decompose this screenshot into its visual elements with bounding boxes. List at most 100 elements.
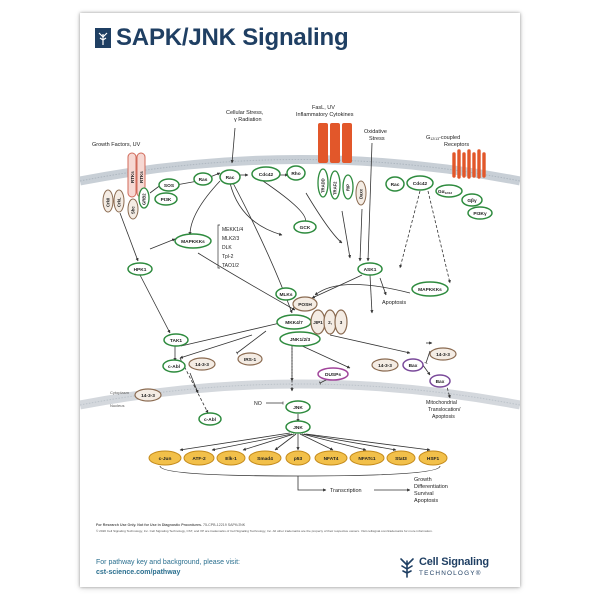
legal-line-2: © 2020 Cell Signaling Technology, Inc. C… [96,529,433,533]
stimulus-gpcr-line2: Receptors [444,142,469,148]
pathway-link[interactable]: cst-science.com/pathway [96,569,181,576]
receptor-rtk1: RTKs [130,171,135,183]
tnf-receptor-cluster: TRADD TRAF2 RIP Daxx [317,123,367,206]
receptor-grb2: GRB2 [142,193,147,205]
receptor-tradd: TRADD [321,178,326,193]
node-label: IRS-1 [244,357,257,363]
node-jip[interactable]: JIP1 2, 3 [310,309,348,335]
target-atf-2[interactable]: ATF-2 [183,450,215,466]
stimulus-stress-line2: γ Radiation [234,117,262,123]
target-smad4[interactable]: Smad4 [248,450,282,466]
receptor-crkii: CrkII [106,198,111,207]
node-14-3-3-c[interactable]: 14-3-3 [429,347,457,361]
node-label: SOS [164,183,175,189]
node-pi3k[interactable]: PI3K [154,192,178,206]
target-nfat4[interactable]: NFAT4 [314,450,348,466]
target-p53[interactable]: p53 [285,450,311,466]
target-hsf1[interactable]: HSF1 [418,450,448,466]
node-rho[interactable]: Rho [286,165,306,181]
rtk-receptor-cluster: RTKs RTKs CrkII CrkL Shc GRB2 [102,152,150,220]
target-label: NFATc1 [358,456,375,462]
node-mlks[interactable]: MLKs [275,287,297,301]
stimulus-cytokines: Inflammatory Cytokines [296,112,354,118]
pathway-arrows [119,127,451,492]
gpcr-receptor [452,149,486,179]
target-label: Smad4 [257,456,273,462]
node-label: 14-3-3 [141,393,155,399]
node-label: c-Abl [168,364,180,370]
stimulus-gpcr-line1: G12/13-coupled [426,135,460,141]
mapkkk-list: MEKK1/4 MLK2/3 DLK Tpl-2 TAO1/2 [222,227,243,269]
node-cabl[interactable]: c-Abl [162,359,186,373]
node-label: Gα12/13 [438,189,453,195]
target-label: p53 [294,456,303,462]
node-gbg[interactable]: Gβγ [461,193,483,207]
node-label: Bax [436,379,445,385]
node-bax-mito[interactable]: Bax [429,374,451,388]
node-gck[interactable]: GCK [293,220,317,234]
stimulus-stress-line1: Cellular Stress, [226,110,264,116]
node-irs1[interactable]: IRS-1 [237,352,263,366]
node-jnk123[interactable]: JNK1/2/3 [279,331,321,347]
node-ask1[interactable]: ASK1 [357,262,383,276]
label-cytoplasm: Cytoplasm [110,390,130,395]
legal-line-1: For Research Use Only. Not for Use in Di… [96,523,245,527]
mapkkk-item: DLK [222,245,232,251]
node-label: GCK [300,225,311,231]
node-cabl-nuclear[interactable]: c-Abl [198,412,222,426]
node-posh[interactable]: POSH [292,296,318,312]
node-label: Rac [226,175,235,181]
label-nucleus: Nucleus [110,403,124,408]
node-mapkkks[interactable]: MAPKKKs [174,233,212,249]
node-mapkkks-gpcr[interactable]: MAPKKKs [411,281,449,297]
label-mito-2: Translocation/ [428,407,461,413]
node-tak1[interactable]: TAK1 [163,333,189,347]
node-label: JNK [293,425,303,431]
receptor-crkl: CrkL [117,197,122,207]
tree-logo-icon [95,28,111,48]
node-label: Bax [409,363,418,369]
label-growth: Growth [414,477,432,483]
label-mito-1: Mitochondrial [426,400,457,406]
label-no: NO [254,401,262,407]
page-title: SAPK/JNK Signaling [116,24,349,51]
node-hpk1[interactable]: HPK1 [127,262,153,276]
target-nfatc1[interactable]: NFATc1 [349,450,385,466]
node-jnk-nuclear-2[interactable]: JNK [285,420,311,434]
node-label: ASK1 [364,267,377,273]
node-mkk47[interactable]: MKK4/7 [276,314,312,330]
node-label: Rac [391,182,400,188]
mapkkk-bracket [217,224,220,269]
node-bax[interactable]: Bax [402,358,424,372]
node-14-3-3-b[interactable]: 14-3-3 [371,358,399,372]
node-cdc42-gpcr[interactable]: Cdc42 [406,175,434,191]
brand-name: Cell Signaling [419,556,489,568]
pathway-visit-text: For pathway key and background, please v… [96,559,240,566]
node-label: MLKs [279,292,292,298]
node-label: Ras [199,177,208,183]
node-rac-gpcr[interactable]: Rac [385,176,405,192]
cst-tree-logo-icon [400,558,414,578]
node-cdc42[interactable]: Cdc42 [251,166,281,182]
node-dusps[interactable]: DUSPs [317,367,349,381]
target-stat3[interactable]: Stat3 [386,450,416,466]
label-apoptosis: Apoptosis [382,300,406,306]
node-pi3kg[interactable]: PI3Kγ [467,206,493,220]
node-14-3-3-d[interactable]: 14-3-3 [134,388,162,402]
node-ras[interactable]: Ras [193,172,213,186]
mapkkk-item: TAO1/2 [222,263,239,269]
target-label: NFAT4 [324,456,339,462]
target-elk-1[interactable]: Elk-1 [216,450,246,466]
node-sos[interactable]: SOS [158,178,180,192]
receptor-daxx: Daxx [359,188,364,199]
node-label: 14-3-3 [195,362,209,368]
node-label: PI3K [161,197,172,203]
target-c-jun[interactable]: c-Jun [148,450,182,466]
node-jnk-nuclear-1[interactable]: JNK [285,400,311,414]
node-14-3-3-a[interactable]: 14-3-3 [188,357,216,371]
node-galpha[interactable]: Gα12/13 [435,184,463,198]
node-rac[interactable]: Rac [219,169,241,185]
brand-subtitle: TECHNOLOGY® [419,570,482,577]
target-label: Stat3 [395,456,407,462]
node-label: TAK1 [170,338,183,344]
